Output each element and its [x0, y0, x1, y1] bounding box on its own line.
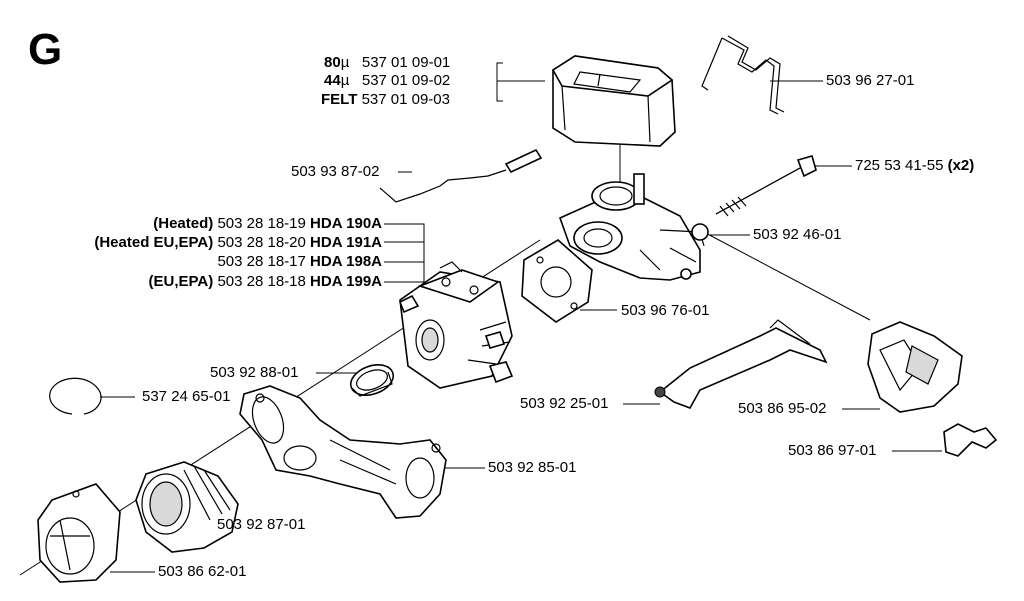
flat-spring: [943, 423, 998, 457]
label-spring: 503 86 97-01: [788, 442, 877, 459]
label-bolt: 725 53 41-55 (x2): [855, 157, 974, 175]
label-cover: 503 86 95-02: [738, 400, 827, 417]
air-filter: [551, 55, 676, 147]
filter-felt-spec: FELT: [321, 91, 358, 108]
filter-80-unit: µ: [340, 54, 350, 71]
filter-80-number: 537 01 09-01: [361, 54, 451, 71]
label-filter-44: 44µ 537 01 09-02: [324, 72, 450, 90]
carb-heated-number: 503 28 18-19: [217, 215, 306, 232]
label-flange: 503 86 62-01: [158, 563, 247, 580]
intake-flange: [37, 483, 121, 583]
choke-rod: [379, 148, 543, 203]
collar-ring: [349, 364, 395, 397]
label-rod: 503 93 87-02: [291, 163, 380, 180]
label-filter-felt: FELT 537 01 09-03: [321, 91, 450, 109]
carb-std-model: HDA 198A: [310, 253, 382, 270]
long-bolt: [715, 155, 817, 217]
carb-heated-eu-model: HDA 191A: [310, 234, 382, 251]
intake-hose: [135, 461, 239, 553]
label-circlip: 537 24 65-01: [142, 388, 231, 405]
carb-eu-model: HDA 199A: [310, 273, 382, 290]
carb-holder: [558, 173, 709, 281]
filter-80-spec: 80: [324, 54, 341, 71]
filter-44-unit: µ: [340, 72, 350, 89]
label-clip-top: 503 96 27-01: [826, 72, 915, 89]
label-carb-holder: 503 92 46-01: [753, 226, 842, 243]
label-filter-80: 80µ 537 01 09-01: [324, 54, 450, 72]
carb-eu-number: 503 28 18-18: [217, 273, 306, 290]
carburetor: [398, 261, 514, 389]
label-throttle-rod: 503 92 25-01: [520, 395, 609, 412]
label-gasket: 503 96 76-01: [621, 302, 710, 319]
bolt-number: 725 53 41-55: [855, 157, 944, 174]
intake-manifold: [239, 385, 447, 519]
carb-eu-variant: (EU,EPA): [148, 273, 214, 290]
section-letter: G: [28, 25, 63, 74]
carb-std-number: 503 28 18-17: [217, 253, 306, 270]
filter-44-spec: 44: [324, 72, 341, 89]
cover: [867, 321, 963, 413]
carb-heated-eu-variant: (Heated EU,EPA): [94, 234, 214, 251]
label-manifold: 503 92 85-01: [488, 459, 577, 476]
label-carb-heated: (Heated) 503 28 18-19 HDA 190A: [153, 215, 382, 233]
label-carb-eu: (EU,EPA) 503 28 18-18 HDA 199A: [149, 273, 382, 291]
carb-heated-variant: (Heated): [153, 215, 214, 232]
filter-44-number: 537 01 09-02: [361, 72, 451, 89]
label-intake-hose: 503 92 87-01: [217, 516, 306, 533]
wire-clip: [701, 35, 785, 115]
filter-felt-number: 537 01 09-03: [361, 91, 450, 108]
label-carb-heated-eu: (Heated EU,EPA) 503 28 18-20 HDA 191A: [94, 234, 382, 252]
circlip: [49, 377, 102, 415]
label-carb-std: 503 28 18-17 HDA 198A: [217, 253, 382, 271]
carb-heated-model: HDA 190A: [310, 215, 382, 232]
bolt-qty: (x2): [947, 157, 975, 174]
throttle-rod: [654, 319, 828, 409]
gasket: [521, 239, 593, 323]
carb-heated-eu-number: 503 28 18-20: [217, 234, 306, 251]
label-collar: 503 92 88-01: [210, 364, 299, 381]
